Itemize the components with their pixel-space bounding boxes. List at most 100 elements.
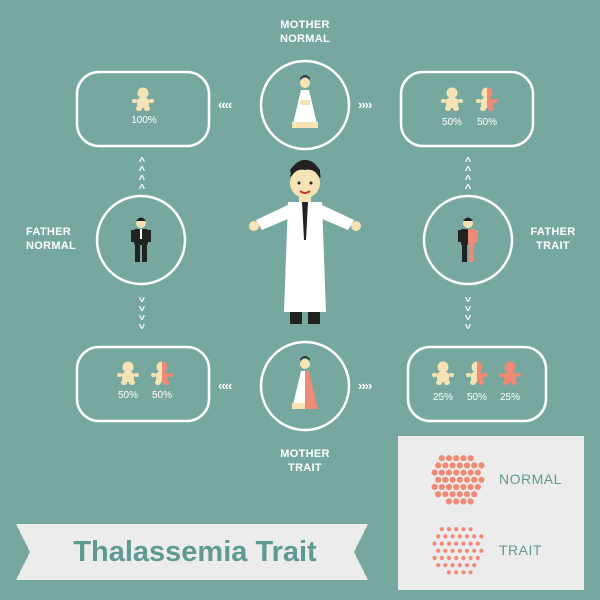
mother-trait-circle [259, 340, 351, 432]
blood-cell [457, 534, 462, 539]
blood-cell [454, 527, 459, 532]
father-normal-circle [95, 194, 187, 286]
blood-cell-icon [431, 455, 485, 505]
blood-cell [445, 498, 453, 505]
blood-cell [432, 541, 437, 546]
blood-cell [443, 534, 448, 539]
blood-cell [467, 483, 474, 491]
chevron-right-icon: ›››› [358, 97, 372, 112]
mother-trait-label: MOTHER TRAIT [280, 448, 330, 474]
blood-cell [460, 483, 467, 491]
blood-cell [453, 455, 460, 462]
percent-label: 50% [441, 117, 462, 128]
blood-cell [478, 476, 485, 483]
blood-cell [442, 491, 449, 498]
blood-cell [468, 541, 473, 546]
blood-cell [449, 476, 456, 483]
outcome-box-bottom-right [406, 345, 548, 423]
blood-cell [454, 555, 459, 561]
baby-carrier-icon [466, 361, 488, 385]
blood-cell [460, 469, 467, 476]
blood-cell [436, 548, 441, 553]
blood-cell [436, 534, 441, 539]
percent-label: 50% [117, 390, 138, 401]
title-banner [16, 524, 368, 580]
blood-cell [438, 455, 445, 462]
blood-cell [445, 469, 453, 476]
baby-normal-icon [432, 361, 454, 385]
blood-cell [479, 548, 484, 553]
bride-icon [292, 75, 318, 128]
blood-cell [446, 570, 452, 575]
chevron-left-icon: ‹‹‹‹ [218, 378, 232, 393]
blood-cell [435, 491, 442, 498]
blood-cell [456, 491, 463, 498]
father-trait-circle [422, 194, 514, 286]
chevron-up-icon: ^^^^ [138, 156, 146, 195]
blood-cell [464, 563, 470, 568]
blood-cell [468, 527, 473, 532]
blood-cell [467, 498, 474, 505]
groom-icon [131, 217, 151, 262]
blood-cell [453, 498, 460, 505]
baby-trait-icon [499, 361, 521, 385]
blood-cell [461, 570, 466, 575]
mother-normal-circle [259, 59, 351, 151]
blood-cell [442, 476, 449, 483]
blood-cell [449, 462, 456, 469]
blood-cell [445, 455, 453, 462]
blood-cell [463, 462, 471, 469]
legend-normal-label: NORMAL [499, 471, 562, 487]
baby-carrier-icon [151, 361, 173, 385]
blood-cell [472, 534, 477, 539]
blood-cell [446, 541, 452, 546]
title-text: Thalassemia Trait [73, 536, 317, 568]
bride-icon [292, 356, 318, 409]
blood-cell [454, 541, 459, 546]
blood-cell [439, 555, 444, 561]
blood-cell [450, 534, 455, 539]
blood-cell [461, 555, 466, 561]
blood-cell [446, 527, 452, 532]
groom-icon [458, 217, 478, 262]
percent-label: 25% [499, 392, 520, 403]
blood-cell [460, 455, 467, 462]
blood-cell [472, 563, 477, 568]
baby-carrier-icon [476, 87, 498, 111]
blood-cell [463, 476, 471, 483]
blood-cell [478, 462, 485, 469]
baby-normal-icon [441, 87, 463, 111]
blood-cell [474, 469, 481, 476]
blood-cell [438, 469, 445, 476]
outcome-box-top-right [399, 70, 535, 148]
percent-label: 25% [432, 392, 453, 403]
blood-cell [442, 462, 449, 469]
blood-cell [453, 469, 460, 476]
blood-cell [460, 498, 467, 505]
blood-cell [471, 491, 478, 498]
blood-cell-icon [432, 527, 484, 575]
blood-cell [464, 534, 470, 539]
blood-cell [432, 555, 437, 561]
chevron-down-icon: ^^^^ [138, 291, 146, 330]
baby-normal-icon [117, 361, 139, 385]
blood-cell [474, 483, 481, 491]
blood-cell [461, 527, 466, 532]
blood-cell [456, 462, 463, 469]
blood-cell [443, 563, 448, 568]
blood-cell [443, 548, 448, 553]
chevron-up-icon: ^^^^ [464, 156, 472, 195]
percent-label: 50% [151, 390, 172, 401]
blood-cell [468, 570, 473, 575]
blood-cell [450, 548, 455, 553]
blood-cell [475, 541, 480, 546]
blood-cell [453, 483, 460, 491]
blood-cell [464, 548, 470, 553]
blood-cell [454, 570, 459, 575]
blood-cell [439, 527, 444, 532]
legend-panel [398, 436, 584, 590]
blood-cell [431, 483, 438, 491]
blood-cell [461, 541, 466, 546]
blood-cell [467, 469, 474, 476]
